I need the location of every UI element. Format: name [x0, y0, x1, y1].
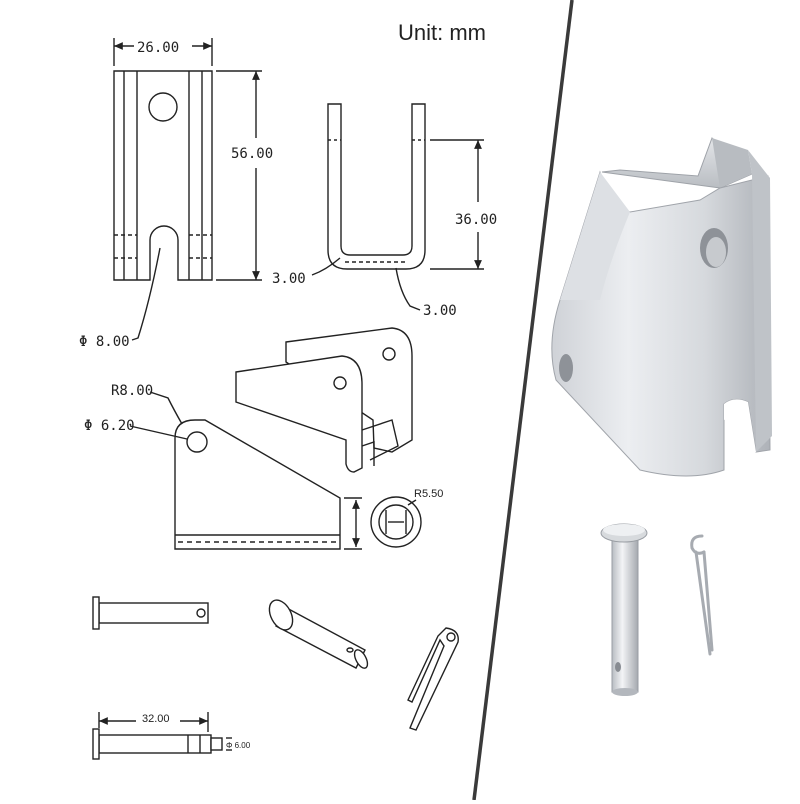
side-thickness-inner: 3.00 [272, 271, 306, 287]
profile-hole-dia: Φ 6.20 [84, 418, 135, 434]
front-height-dim: 56.00 [231, 146, 273, 162]
front-width-dim: 26.00 [137, 40, 179, 56]
divider-line [472, 0, 574, 801]
profile-radius-label: R8.00 [111, 383, 153, 399]
front-plate-outline [113, 70, 213, 281]
cotter-pin-photo [690, 534, 714, 656]
bracket-hole-left [559, 354, 573, 382]
isometric-bracket [235, 327, 413, 473]
pin-side [98, 602, 209, 624]
unit-label: Unit: mm [398, 20, 486, 45]
side-view [311, 103, 484, 311]
pin-dia-dim: Φ 6.00 [226, 741, 251, 750]
side-height-dim: 36.00 [455, 212, 497, 228]
u-channel [327, 103, 426, 270]
side-thickness-outer: 3.00 [423, 303, 457, 319]
front-slot-dia: Φ 8.00 [79, 334, 130, 350]
front-hole [148, 92, 178, 122]
pin-drawings [92, 596, 459, 760]
profile-outline [174, 419, 341, 550]
clevis-pin-photo [600, 523, 648, 696]
cotter-pin-drawing [407, 627, 459, 731]
end-view [370, 496, 422, 548]
profile-view [129, 391, 362, 550]
profile-hole [186, 431, 208, 453]
bracket-photo [551, 137, 772, 477]
front-view [113, 38, 262, 341]
end-radius-label: R5.50 [414, 488, 443, 500]
pin-length-dim: 32.00 [142, 713, 170, 725]
